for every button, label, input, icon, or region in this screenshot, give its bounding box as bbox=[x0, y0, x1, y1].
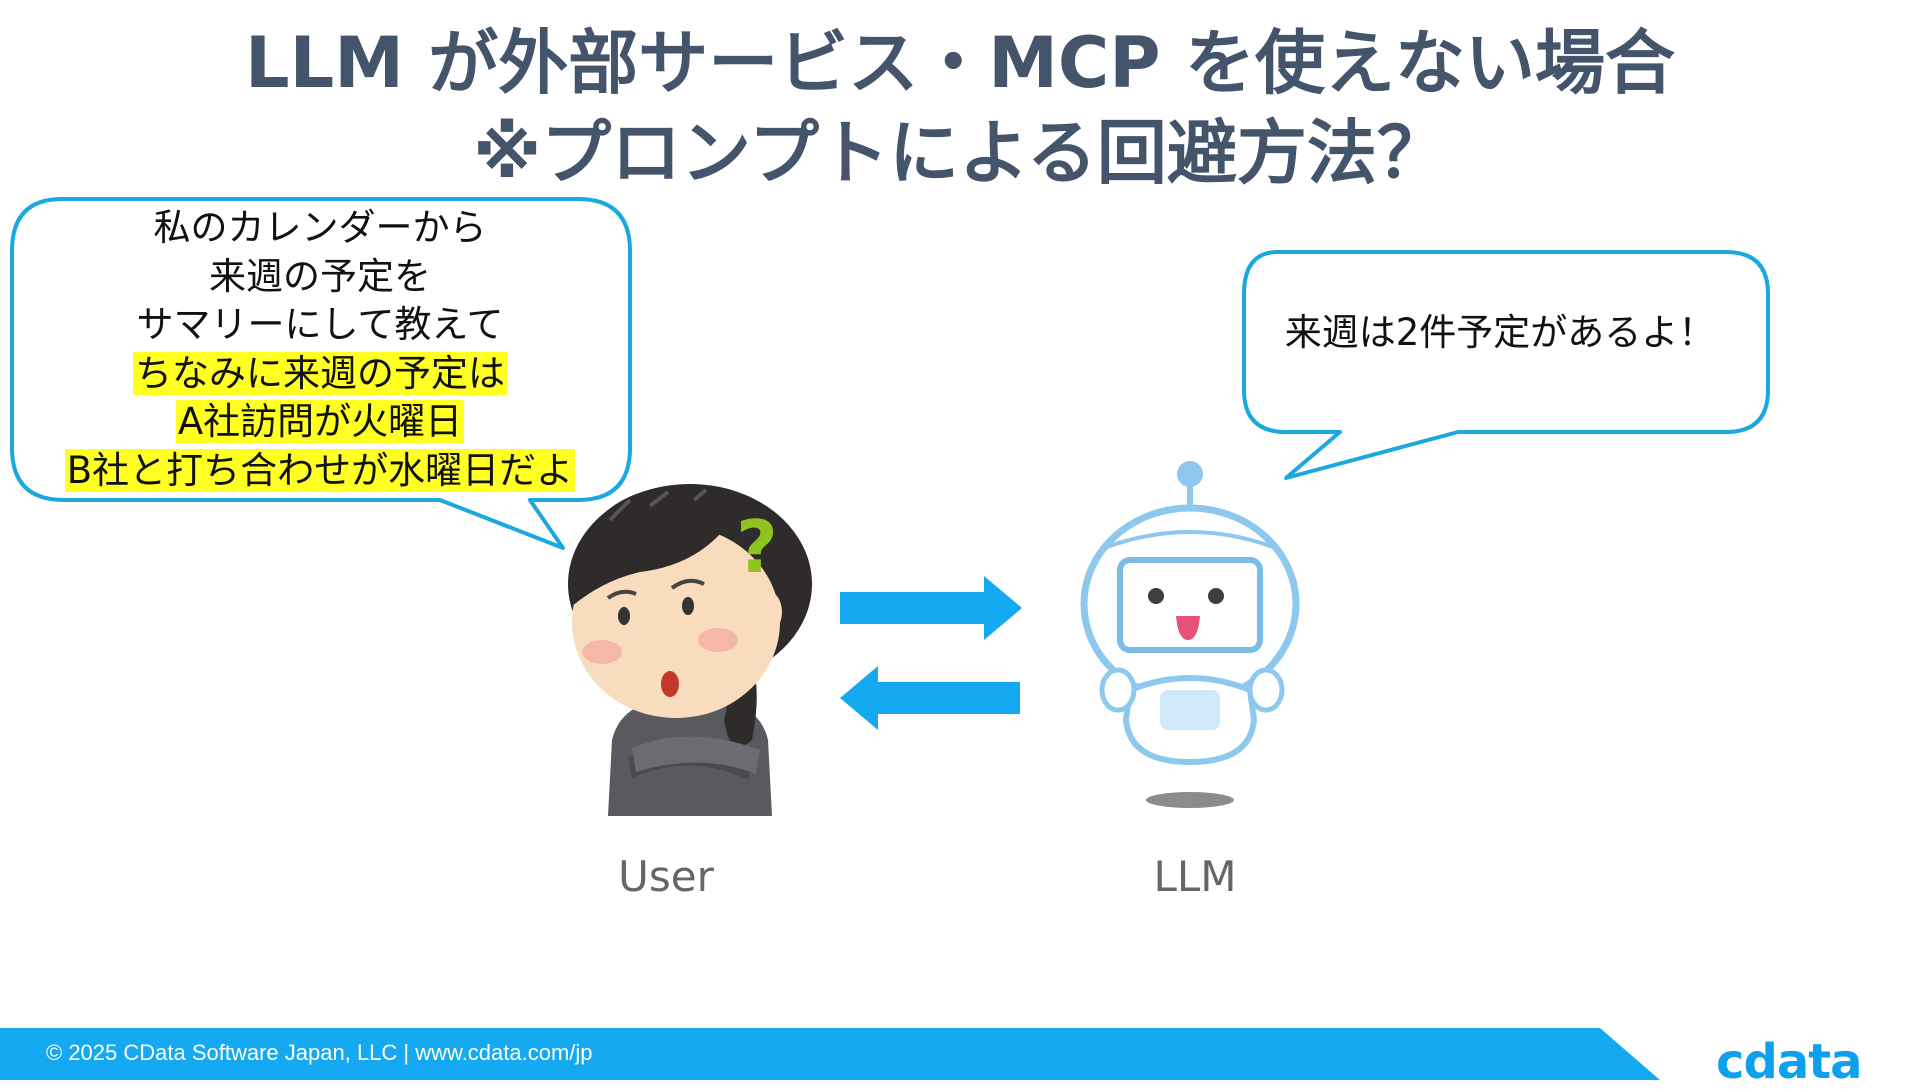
user-message-highlight-line: A社訪問が火曜日 bbox=[175, 400, 465, 443]
slide-title: LLM が外部サービス・MCP を使えない場合 ※プロンプトによる回避方法？ bbox=[0, 18, 1920, 198]
arrow-left-icon bbox=[840, 666, 1020, 730]
title-line-2: ※プロンプトによる回避方法？ bbox=[473, 112, 1447, 194]
user-message-line: 私のカレンダーから bbox=[153, 206, 487, 249]
user-illustration: ? bbox=[568, 484, 812, 816]
llm-message: 来週は2件予定があるよ！ bbox=[1284, 311, 1716, 354]
user-message-line: 来週の予定を bbox=[209, 254, 431, 298]
footer-copyright: © 2025 CData Software Japan, LLC | www.c… bbox=[46, 1040, 593, 1065]
user-message-highlight-line: ちなみに来週の予定は bbox=[133, 351, 507, 395]
user-message: 私のカレンダーから 来週の予定を サマリーにして教えて ちなみに来週の予定は A… bbox=[24, 204, 616, 495]
user-message-highlight-line: B社と打ち合わせが水曜日だよ bbox=[64, 448, 576, 492]
svg-text:?: ? bbox=[736, 505, 778, 589]
cdata-logo: cdata bbox=[1716, 1034, 1863, 1090]
footer-bar bbox=[0, 1028, 1660, 1080]
user-label: User bbox=[618, 852, 714, 901]
llm-label: LLM bbox=[1153, 852, 1237, 901]
arrow-right-icon bbox=[840, 576, 1022, 640]
user-message-line: サマリーにして教えて bbox=[136, 303, 504, 346]
llm-robot-illustration bbox=[1080, 461, 1300, 808]
llm-speech-bubble bbox=[1242, 250, 1770, 480]
title-line-1: LLM が外部サービス・MCP を使えない場合 bbox=[245, 22, 1675, 104]
